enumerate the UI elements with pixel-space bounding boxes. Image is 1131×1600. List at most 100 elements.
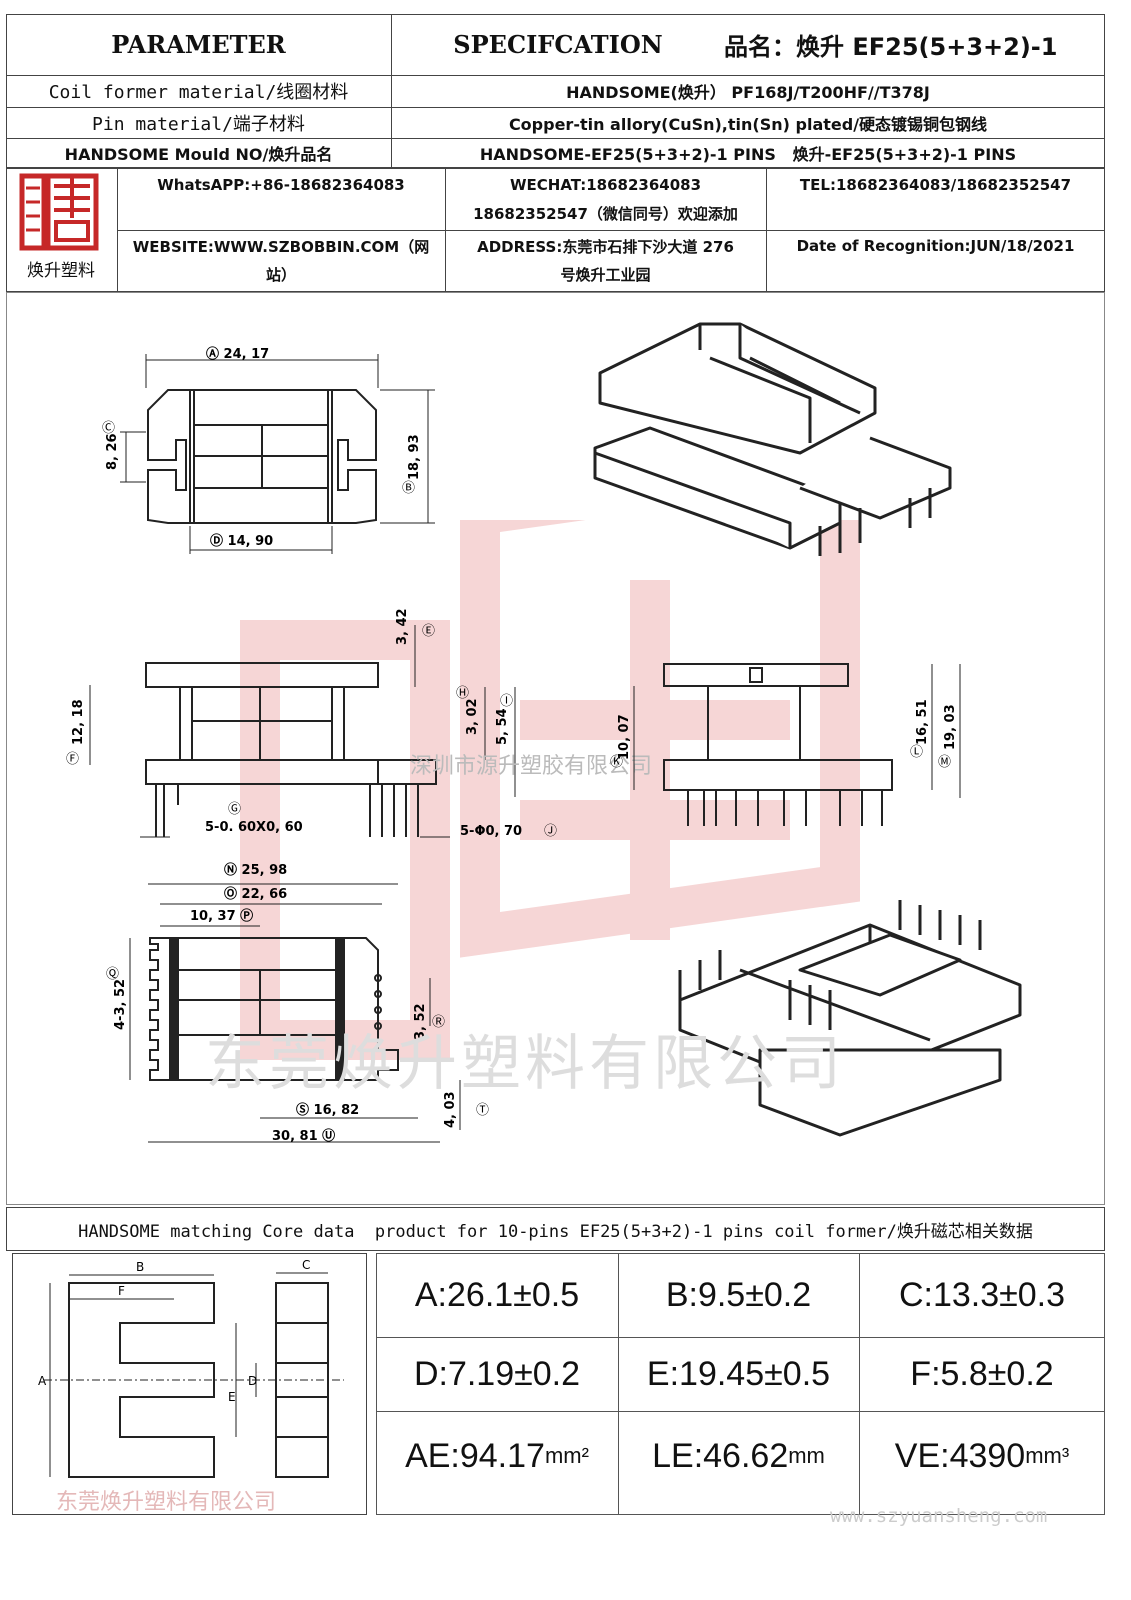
svg-text:Ⓐ 24, 17: Ⓐ 24, 17 [206,346,269,362]
dim-l: 16, 51 [915,699,930,745]
svg-text:Ⓣ: Ⓣ [476,1103,489,1118]
dim-s: 16, 82 [314,1103,360,1118]
svg-text:30, 81 Ⓤ: 30, 81 Ⓤ [272,1128,335,1144]
core-data-title: HANDSOME matching Core data product for … [78,1221,1033,1242]
side-view-drawing: 10, 07 Ⓚ 16, 51 Ⓛ 19, 03 Ⓜ [610,663,961,826]
dim-n: 25, 98 [242,863,288,878]
core-label-e: E [228,1390,236,1404]
svg-text:Ⓕ: Ⓕ [66,752,79,767]
dim-e: 3, 42 [395,608,410,645]
front-view-drawing: 3, 42 Ⓔ 12, 18 Ⓕ 3, 02 Ⓗ 5, 54 Ⓘ Ⓖ 5-0. … [66,608,557,839]
core-label-a: A [38,1374,47,1388]
ve-unit: mm³ [1025,1443,1070,1468]
coil-material-label: Coil former material/线圈材料 [48,82,349,103]
dim-b: 18, 93 [407,434,422,480]
footer-website: www.szyuansheng.com [830,1505,1048,1527]
wechat-line2: 18682352547（微信同号）欢迎添加 [473,204,738,223]
core-label-c: C [302,1258,310,1272]
svg-text:Ⓚ: Ⓚ [610,755,623,770]
tel: TEL:18682364083/18682352547 [799,176,1072,194]
svg-text:Ⓘ: Ⓘ [500,694,513,709]
address-line1: ADDRESS:东莞市石排下沙大道 276 [477,237,734,256]
svg-text:10, 37 Ⓟ: 10, 37 Ⓟ [190,908,253,924]
svg-text:Ⓠ: Ⓠ [106,967,119,982]
core-watermark: 东莞焕升塑料有限公司 [56,1490,277,1515]
parameter-heading: PARAMETER [111,30,286,59]
pin-material-label: Pin material/端子材料 [92,113,305,135]
logo-text: 焕升塑料 [27,260,95,281]
core-label-f: F [118,1284,125,1298]
dim-c: 8, 26 [105,433,120,470]
core-diagram-panel [12,1253,367,1515]
company-logo: 焕升塑料 [16,172,106,282]
product-name: 品名： 焕升 EF25(5+3+2)-1 [724,14,1104,75]
isometric-view-bottom [678,900,1022,1137]
mould-no-label: HANDSOME Mould NO/焕升品名 [64,145,333,164]
mould-no-value: HANDSOME-EF25(5+3+2)-1 PINS 焕升-EF25(5+3+… [479,145,1017,164]
svg-text:Ⓛ: Ⓛ [910,745,923,760]
svg-text:Ⓒ: Ⓒ [102,421,115,436]
core-value-c: C:13.3±0.3 [898,1275,1066,1314]
dim-a: 24, 17 [224,347,270,362]
specification-heading: SPECIFCATION [453,30,663,59]
svg-text:Ⓢ 16, 82: Ⓢ 16, 82 [296,1102,359,1118]
top-view-drawing: Ⓐ 24, 17 Ⓓ 14, 90 8, 26 Ⓒ 18, 93 Ⓑ [102,346,435,554]
dim-t: 4, 03 [443,1091,458,1128]
dim-h: 3, 02 [465,698,480,735]
ae-unit: mm² [544,1443,589,1468]
whatsapp: WhatsAPP:+86-18682364083 [157,176,405,194]
dim-r: 3, 52 [413,1003,428,1040]
core-label-b: B [136,1260,144,1274]
core-value-b: B:9.5±0.2 [665,1275,812,1314]
svg-text:Ⓝ 25, 98: Ⓝ 25, 98 [224,862,287,878]
svg-text:Ⓗ: Ⓗ [456,686,469,701]
dim-k: 10, 07 [617,714,632,760]
svg-text:Ⓙ: Ⓙ [544,824,557,839]
svg-text:Ⓡ: Ⓡ [432,1015,445,1030]
core-value-d: D:7.19±0.2 [413,1354,581,1393]
bottom-view-drawing: Ⓝ 25, 98 Ⓞ 22, 66 10, 37 Ⓟ Ⓠ 4-3, 52 3, … [106,862,489,1144]
coil-material-value: HANDSOME(焕升） PF168J/T200HF//T378J [566,83,930,102]
ve-value: VE:4390 [894,1436,1026,1475]
svg-text:Ⓜ: Ⓜ [938,755,951,770]
logo-mark-icon [19,173,99,251]
spec-header-table [6,14,1105,168]
core-value-f: F:5.8±0.2 [910,1354,1054,1393]
core-data-title-bar [6,1207,1105,1251]
pin-material-value: Copper-tin allory(CuSn),tin(Sn) plated/硬… [508,114,988,134]
technical-drawing-area [6,292,1105,1205]
le-value: LE:46.62 [652,1436,789,1475]
product-name-label: 品名： [724,33,796,61]
svg-text:Ⓖ: Ⓖ [228,802,241,817]
isometric-view-top [593,322,952,556]
dim-j: 5-Φ0, 70 [460,824,522,839]
website-line1: WEBSITE:WWW.SZBOBBIN.COM（网 [132,237,430,256]
svg-text:Ⓓ 14, 90: Ⓓ 14, 90 [210,533,273,549]
watermark-text-2: 东莞焕升塑料有限公司 [205,1029,845,1099]
core-value-a: A:26.1±0.5 [414,1275,580,1314]
ae-value: AE:94.17 [405,1436,545,1475]
dim-q: 4-3, 52 [113,979,128,1030]
watermark-text-1: 深圳市源升塑胶有限公司 [410,754,653,779]
core-label-d: D [248,1374,257,1388]
svg-text:Ⓑ: Ⓑ [402,481,415,496]
wechat-line1: WECHAT:18682364083 [509,176,701,194]
dim-m: 19, 03 [943,704,958,750]
dim-g: 5-0. 60X0, 60 [205,820,303,835]
dim-p: 10, 37 [190,909,236,924]
product-name-value: 焕升 EF25(5+3+2)-1 [796,33,1058,61]
core-values-table [376,1253,1105,1515]
dim-d: 14, 90 [228,534,274,549]
core-diagram: B F C A E D [38,1258,344,1478]
svg-text:Ⓞ 22, 66: Ⓞ 22, 66 [224,886,287,902]
address-line2: 号焕升工业园 [560,265,651,284]
svg-text:Ⓔ: Ⓔ [422,624,435,639]
website-line2: 站） [265,265,296,284]
dim-u: 30, 81 [272,1129,318,1144]
dim-i: 5, 54 [495,708,510,745]
le-unit: mm [788,1443,825,1468]
dim-f: 12, 18 [71,699,86,745]
